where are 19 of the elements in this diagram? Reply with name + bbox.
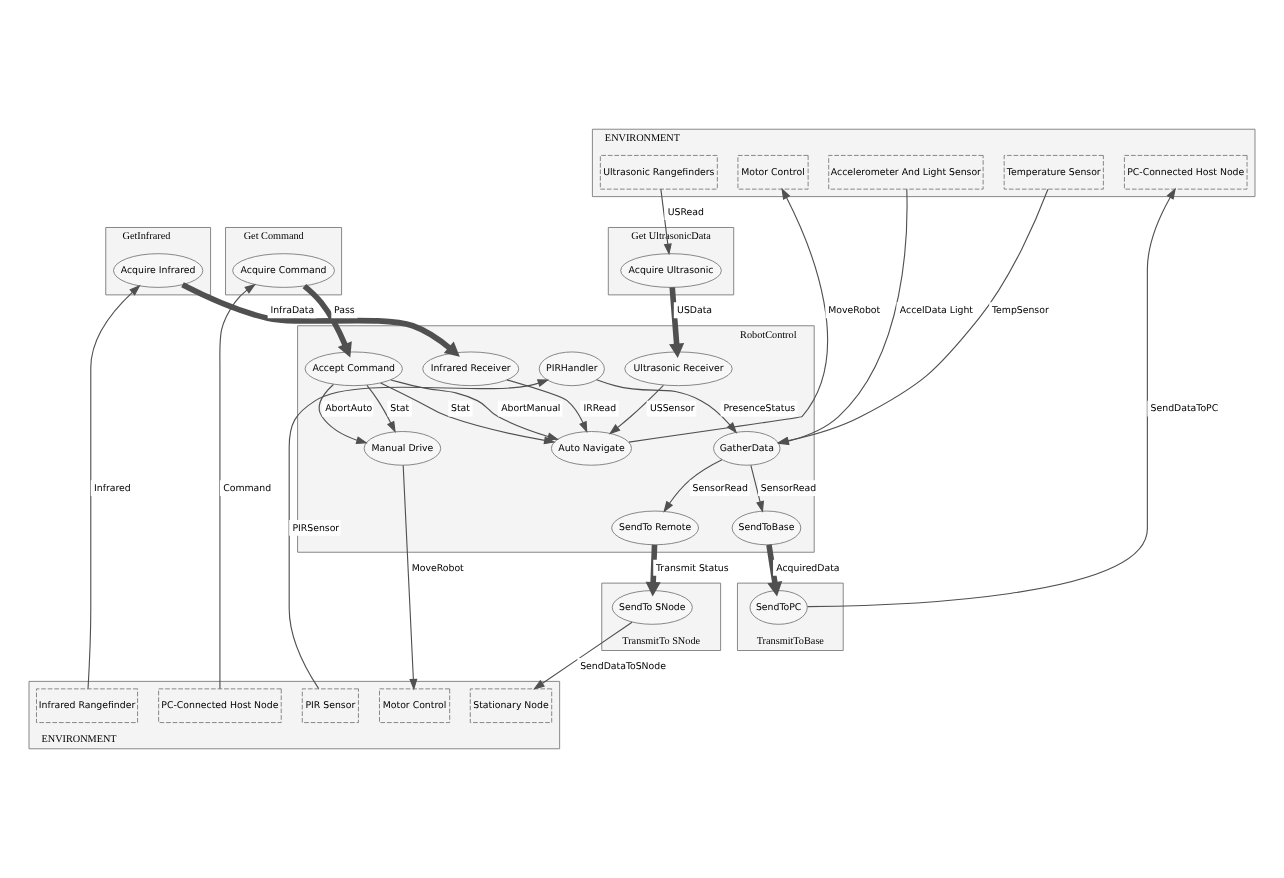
- arrow: [807, 187, 1176, 608]
- arrow: [750, 464, 764, 513]
- arrow: [766, 544, 783, 597]
- arrow: [402, 464, 418, 691]
- arrow: [608, 384, 664, 435]
- arrow: [660, 188, 672, 256]
- arrow: [380, 382, 556, 445]
- arrow: [663, 459, 723, 513]
- arrow: [506, 379, 588, 434]
- arrow: [596, 379, 738, 434]
- arrow: [318, 383, 368, 444]
- arrow: [645, 544, 661, 597]
- arrow: [302, 283, 352, 358]
- arrow: [533, 621, 633, 690]
- arrow: [669, 287, 685, 358]
- arrow: [390, 379, 560, 441]
- arrow: [181, 282, 460, 357]
- arrow: [366, 384, 396, 433]
- arrow: [219, 283, 257, 690]
